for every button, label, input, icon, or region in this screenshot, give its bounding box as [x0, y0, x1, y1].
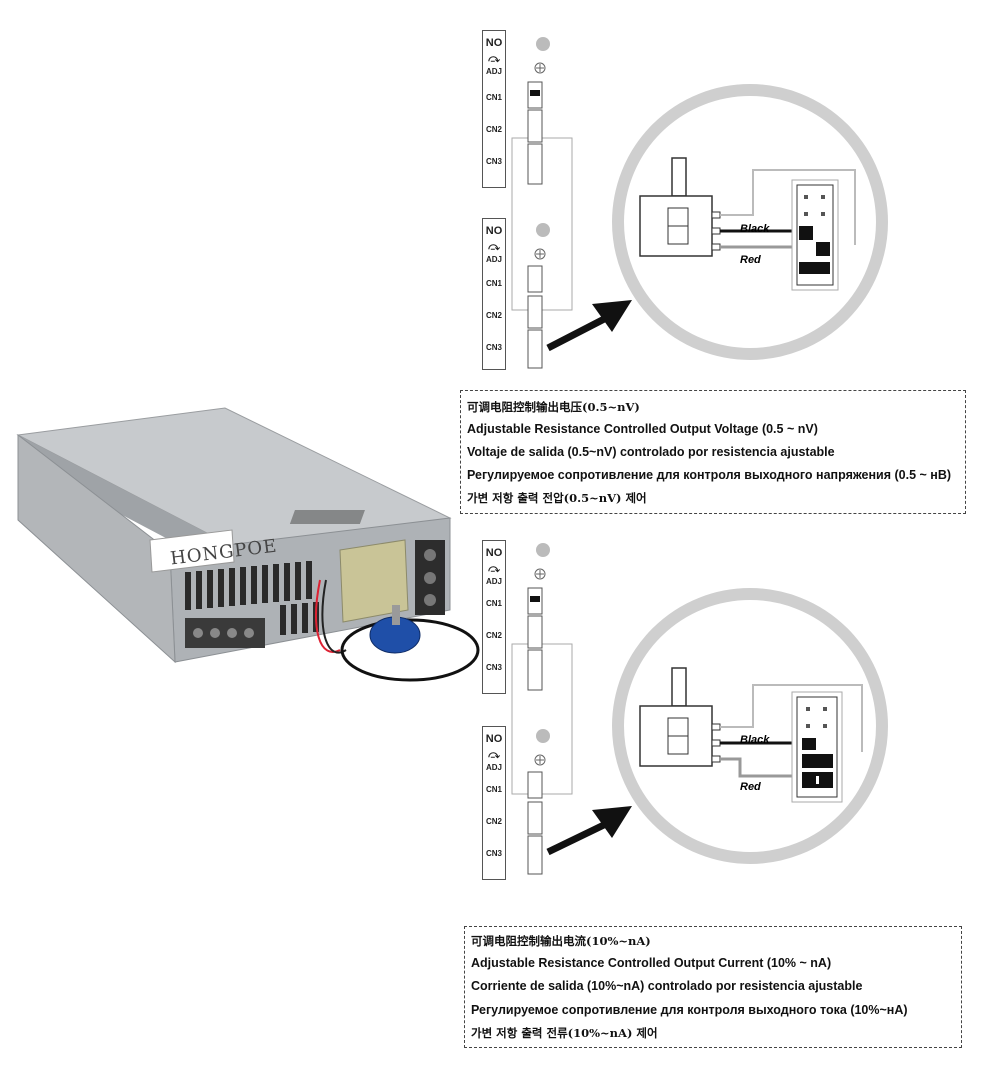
- voltage-caption-box: 可调电阻控制输出电压(0.5~nV) Adjustable Resistance…: [460, 390, 966, 514]
- strip-label-cn1: CN1: [485, 785, 502, 794]
- terminal-strip-lower-1: NO ⤼ ADJ CN1 CN2 CN3: [482, 218, 506, 370]
- power-supply-illustration: [16, 407, 480, 682]
- led-indicator: [536, 37, 550, 51]
- pointer-arrow-icon: [546, 806, 632, 856]
- strip-label-cn3: CN3: [485, 157, 502, 166]
- current-caption-es: Corriente de salida (10%~nA) controlado …: [471, 979, 863, 993]
- voltage-wiring-diagram: [511, 37, 888, 369]
- strip-label-cn2: CN2: [485, 311, 502, 320]
- strip-label-adj: ADJ: [485, 255, 502, 264]
- current-caption-en: Adjustable Resistance Controlled Output …: [471, 956, 832, 970]
- pointer-arrow-icon: [546, 300, 632, 352]
- wire-label-red: Red: [740, 781, 761, 793]
- strip-label-adj: ADJ: [485, 763, 502, 772]
- voltage-caption-kr: 가변 저항 출력 전압(0.5~nV) 제어: [467, 491, 647, 505]
- voltage-caption-cn: 可调电阻控制输出电压(0.5~nV): [467, 400, 640, 414]
- strip-label-no: NO: [485, 225, 503, 237]
- strip-label-no: NO: [485, 37, 503, 49]
- product-photo: HONGPOE: [10, 400, 480, 700]
- adj-icon: ⤼: [488, 241, 500, 253]
- strip-label-cn1: CN1: [485, 93, 502, 102]
- wire-label-black: Black: [740, 734, 770, 746]
- strip-label-adj: ADJ: [485, 577, 502, 586]
- current-wiring-diagram: [511, 543, 888, 875]
- strip-label-no: NO: [485, 733, 503, 745]
- strip-label-cn3: CN3: [485, 849, 502, 858]
- strip-label-cn3: CN3: [485, 663, 502, 672]
- adj-icon: ⤼: [488, 749, 500, 761]
- strip-label-cn2: CN2: [485, 817, 502, 826]
- adj-icon: ⤼: [488, 563, 500, 575]
- voltage-caption-ru: Регулируемое сопротивление для контроля …: [467, 468, 952, 482]
- strip-label-no: NO: [485, 547, 503, 559]
- strip-label-cn1: CN1: [485, 599, 502, 608]
- wire-label-red: Red: [740, 254, 761, 266]
- voltage-caption-en: Adjustable Resistance Controlled Output …: [467, 422, 818, 436]
- terminal-strip-upper-1: NO ⤼ ADJ CN1 CN2 CN3: [482, 30, 506, 188]
- strip-label-cn2: CN2: [485, 125, 502, 134]
- current-caption-cn: 可调电阻控制输出电流(10%~nA): [471, 934, 651, 948]
- current-caption-kr: 가변 저항 출력 전류(10%~nA) 제어: [471, 1026, 658, 1040]
- terminal-strip-upper-2: NO ⤼ ADJ CN1 CN2 CN3: [482, 540, 506, 694]
- strip-label-cn3: CN3: [485, 343, 502, 352]
- strip-label-cn1: CN1: [485, 279, 502, 288]
- current-caption-ru: Регулируемое сопротивление для контроля …: [471, 1003, 908, 1017]
- strip-label-cn2: CN2: [485, 631, 502, 640]
- terminal-strip-lower-2: NO ⤼ ADJ CN1 CN2 CN3: [482, 726, 506, 880]
- current-caption-box: 可调电阻控制输出电流(10%~nA) Adjustable Resistance…: [464, 926, 962, 1048]
- strip-label-adj: ADJ: [485, 67, 502, 76]
- voltage-caption-es: Voltaje de salida (0.5~nV) controlado po…: [467, 445, 835, 459]
- wire-label-black: Black: [740, 223, 770, 235]
- adj-icon: ⤼: [488, 53, 500, 65]
